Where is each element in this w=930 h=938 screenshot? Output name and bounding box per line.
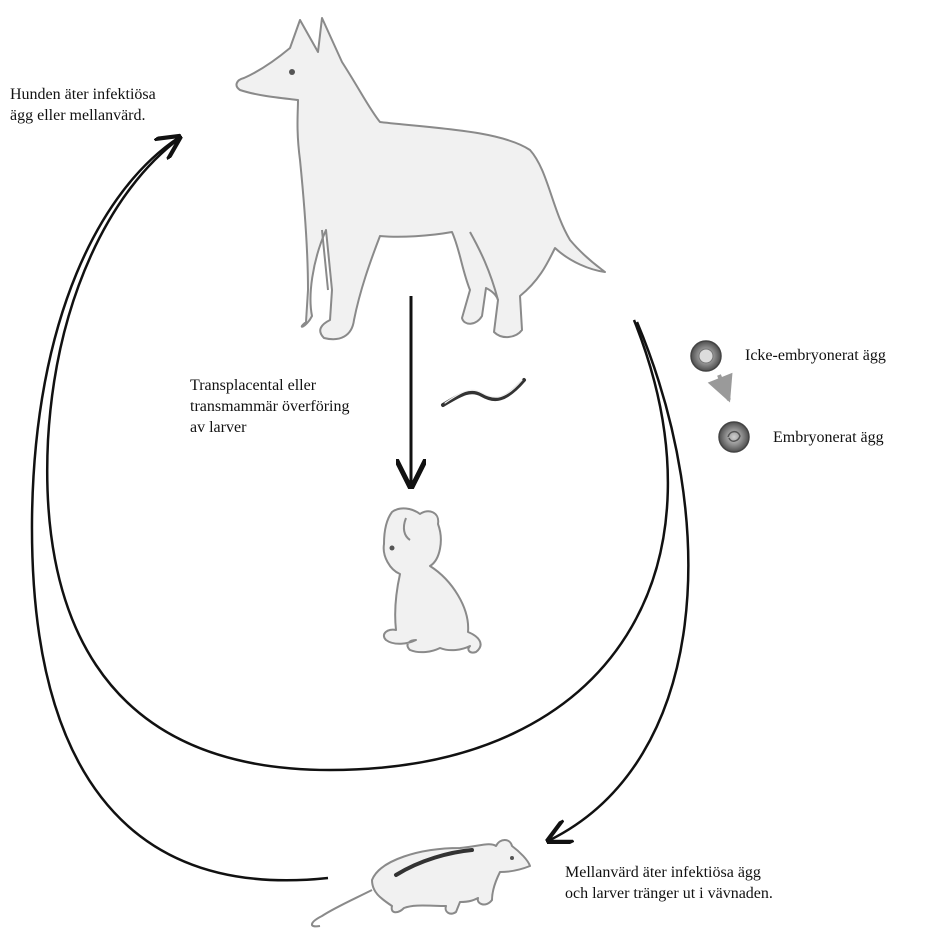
transfer-line-1: Transplacental eller [190,375,350,396]
egg-development-arrow [719,375,729,400]
transfer-line-3: av larver [190,417,350,438]
egg-icon-embryonated [719,422,749,452]
puppy-drawing [384,508,481,652]
dog-eats-line-1: Hunden äter infektiösa [10,84,156,105]
cycle-arrow-to-rat [550,322,688,840]
adult-dog-drawing [237,18,605,339]
intermediate-host-line-2: och larver tränger ut i vävnaden. [565,883,773,904]
dog-eats-label: Hunden äter infektiösa ägg eller mellanv… [10,84,156,126]
intermediate-host-line-1: Mellanvärd äter infektiösa ägg [565,862,773,883]
transfer-line-2: transmammär överföring [190,396,350,417]
transfer-label: Transplacental eller transmammär överför… [190,375,350,438]
rat-drawing [312,840,530,926]
dog-eats-line-2: ägg eller mellanvärd. [10,105,156,126]
egg-icon-unembryonated [691,341,721,371]
embryonated-egg-label: Embryonerat ägg [773,427,884,448]
intermediate-host-label: Mellanvärd äter infektiösa ägg och larve… [565,862,773,904]
unembryonated-egg-label: Icke-embryonerat ägg [745,345,886,366]
larva-worm [443,380,524,405]
